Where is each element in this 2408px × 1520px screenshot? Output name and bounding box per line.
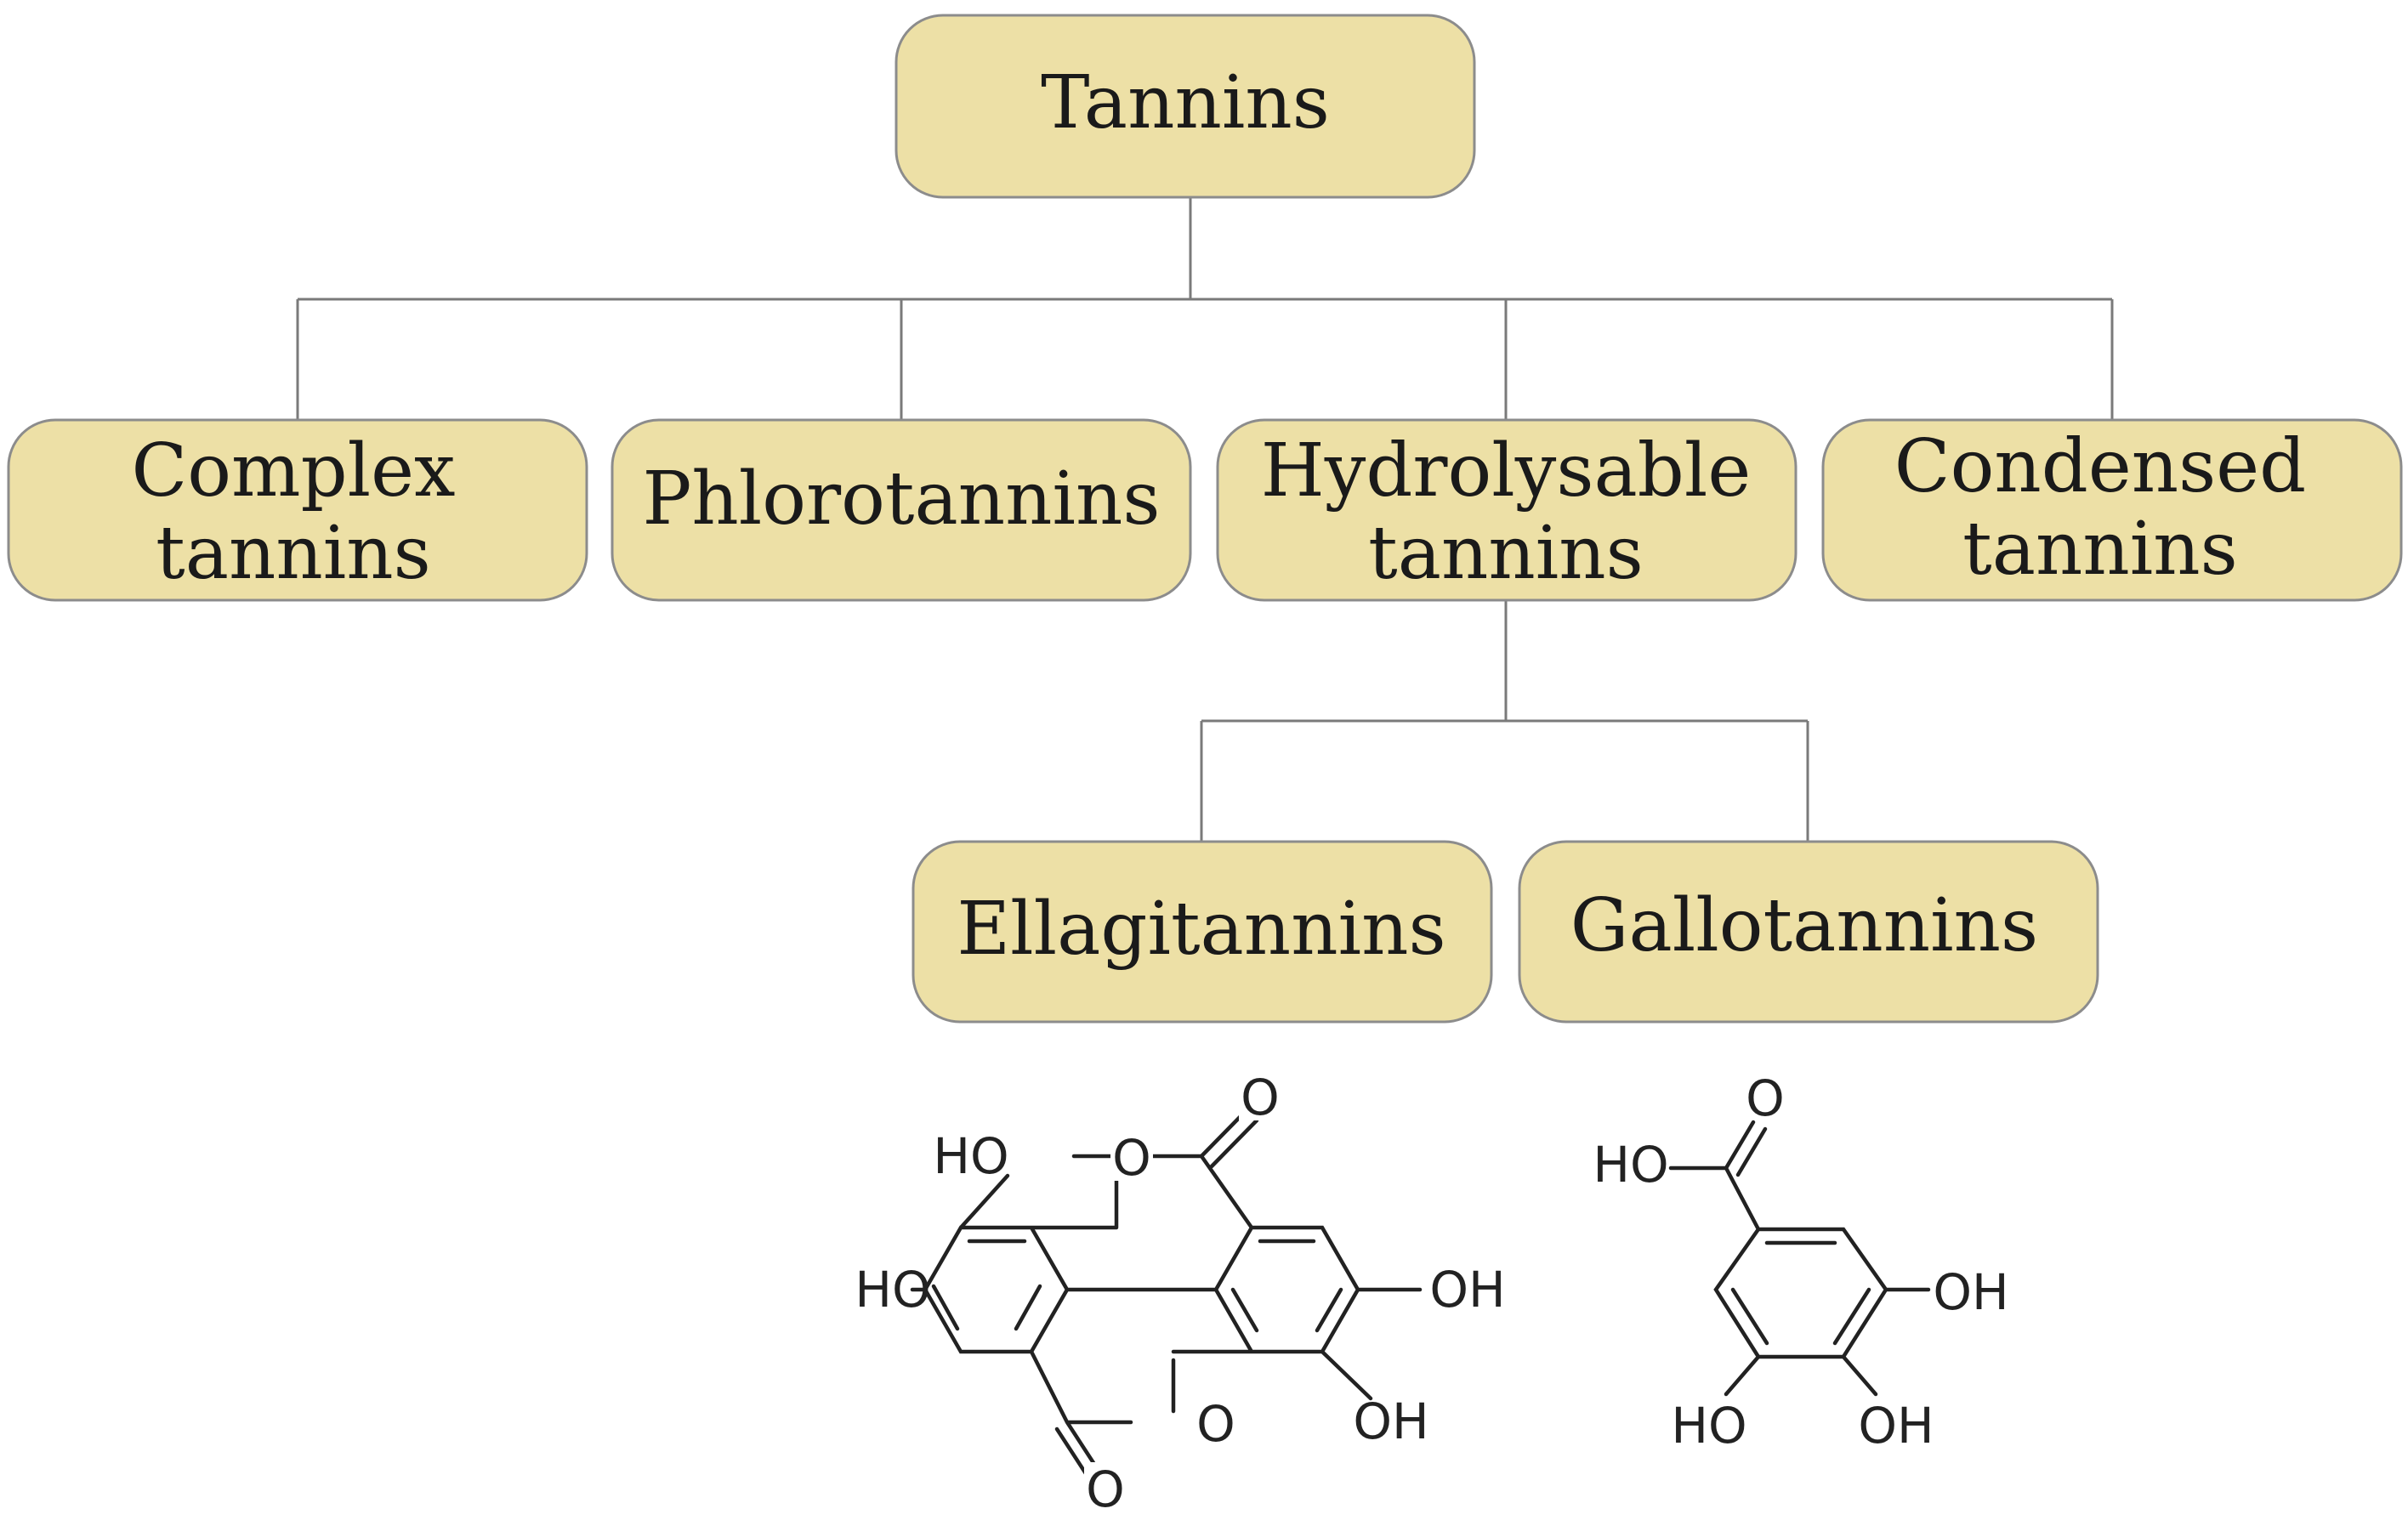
atom-label-ho: HO [855,1261,930,1319]
node-box [611,418,1192,602]
node-tannins: Tannins [894,14,1476,199]
atom-label-oh: OH [1858,1397,1934,1455]
connectors [296,197,2114,842]
gallic-acid-structure: O HO OH HO OH [1593,1069,2008,1455]
ellagic-acid-bonds [910,1108,1423,1497]
node-label-line-1: Hydrolysable [1261,428,1751,513]
node-box [7,418,588,602]
atom-label-ho: HO [933,1127,1008,1185]
node-label-line-2: tannins [1368,511,1644,596]
atom-label-ho: HO [1593,1136,1668,1194]
atom-label-oh: OH [1353,1392,1428,1450]
ellagic-acid-structure: O O O O HO HO OH OH [855,1066,1506,1518]
node-label-line-1: Complex [131,428,455,513]
atom-label-o: O [1086,1460,1125,1518]
node-label: Ellagitannins [957,887,1445,972]
atom-label-ho: HO [1671,1397,1746,1455]
node-box [912,840,1493,1024]
atom-label-o: O [1241,1069,1280,1126]
node-ellagitannins: Ellagitannins [912,840,1493,1024]
node-label: Tannins [1041,60,1330,145]
node-condensed-tannins: Condensed tannins [1821,418,2403,602]
atom-label-o: O [1112,1129,1151,1187]
node-hydrolysable-tannins: Hydrolysable tannins [1216,418,1797,602]
node-label-line-1: Condensed [1894,424,2306,509]
gallic-acid-atom-labels: O HO OH HO OH [1593,1069,2008,1455]
node-box [1518,840,2099,1024]
gallic-acid-bonds [1668,1120,1931,1397]
atom-label-o: O [1196,1395,1235,1453]
node-gallotannins: Gallotannins [1518,840,2099,1024]
atom-label-oh: OH [1933,1263,2008,1321]
node-phlorotannins: Phlorotannins [611,418,1192,602]
atom-label-o: O [1746,1069,1785,1127]
node-box [1821,418,2403,602]
node-complex-tannins: Complex tannins [7,418,588,602]
node-label: Gallotannins [1570,883,2038,968]
node-box [894,14,1476,199]
ellagic-acid-atom-labels: O O O O HO HO OH OH [855,1066,1506,1518]
node-box [1216,418,1797,602]
node-label-line-2: tannins [1962,507,2238,592]
node-label-line-2: tannins [156,511,431,596]
node-label: Phlorotannins [642,457,1160,542]
atom-label-oh: OH [1429,1261,1505,1319]
